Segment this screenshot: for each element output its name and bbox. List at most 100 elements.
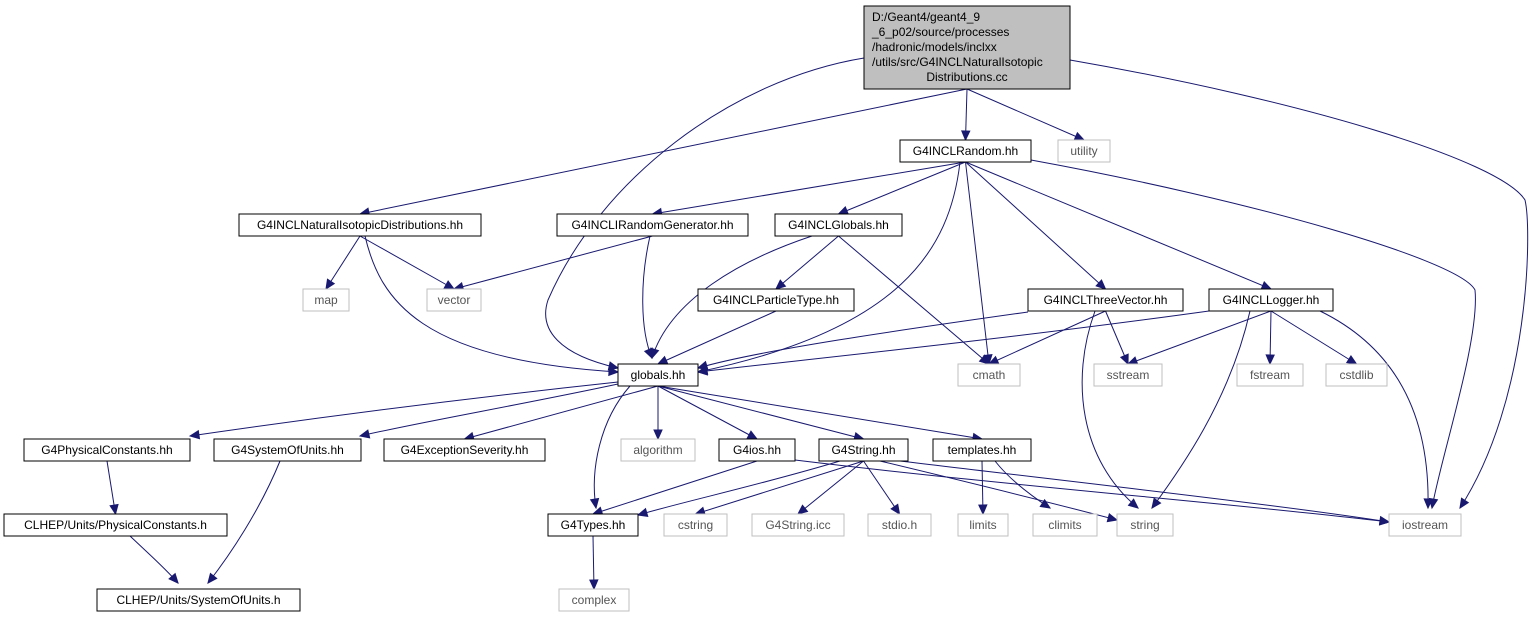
node-sstream: sstream [1093, 363, 1163, 387]
edge-natiso-to-globals [364, 235, 619, 373]
node-cstdlib: cstdlib [1325, 363, 1388, 387]
edge-natiso-to-map-arrowhead [325, 278, 336, 291]
node-root-label-line: Distributions.cc [926, 70, 1007, 84]
node-fstream: fstream [1236, 363, 1304, 387]
node-iostream-box [1388, 513, 1462, 537]
node-cstdlib-label: cstdlib [1339, 368, 1373, 382]
edge-physconst-to-clhepphys-arrowhead [109, 503, 119, 516]
node-algorithm: algorithm [620, 438, 696, 462]
node-complex-box [558, 588, 630, 612]
edge-sysunits-to-clhepunits-arrowhead [207, 572, 218, 584]
node-clhepunits[interactable]: CLHEP/Units/SystemOfUnits.h [96, 588, 301, 612]
node-sysunits[interactable]: G4SystemOfUnits.hh [213, 438, 362, 462]
node-particletype[interactable]: G4INCLParticleType.hh [697, 288, 855, 312]
edge-particletype-to-globals-arrowhead [656, 355, 669, 365]
edge-root-to-utility [966, 88, 1085, 141]
node-root-label-line: /hadronic/models/inclxx [872, 40, 997, 54]
node-templates-box [932, 438, 1032, 462]
node-g4ios-box [718, 438, 796, 462]
node-map-label: map [314, 293, 338, 307]
edge-g4string-to-g4stringicc [797, 460, 864, 515]
node-random[interactable]: G4INCLRandom.hh [899, 139, 1032, 163]
node-climits: climits [1032, 513, 1098, 537]
edge-natiso-to-vector [359, 235, 455, 290]
edge-irandgen-to-vector [453, 235, 653, 290]
edge-threevector-to-globals [697, 311, 1029, 369]
node-cstring: cstring [663, 513, 728, 537]
edge-random-to-irandgen [652, 161, 966, 215]
edge-g4string-to-stdio [863, 460, 900, 515]
edge-globals-to-sysunits-arrowhead [358, 429, 371, 439]
node-limits: limits [957, 513, 1009, 537]
node-irandgen-label: G4INCLIRandomGenerator.hh [571, 218, 733, 232]
nodes-layer: D:/Geant4/geant4_9_6_p02/source/processe… [3, 5, 1462, 612]
node-irandgen[interactable]: G4INCLIRandomGenerator.hh [556, 213, 749, 237]
edge-globals-to-g4types-arrowhead [589, 497, 600, 510]
node-inclglobals[interactable]: G4INCLGlobals.hh [774, 213, 903, 237]
node-g4types[interactable]: G4Types.hh [547, 513, 639, 537]
node-cmath: cmath [957, 363, 1021, 387]
node-natiso[interactable]: G4INCLNaturalIsotopicDistributions.hh [238, 213, 482, 237]
edge-globals-to-templates [657, 385, 983, 440]
edge-globals-to-g4string [657, 385, 864, 440]
edge-logger-to-cstdlib [1270, 310, 1357, 365]
node-fstream-label: fstream [1250, 368, 1290, 382]
edge-natiso-to-vector-arrowhead [443, 280, 456, 290]
node-globals[interactable]: globals.hh [617, 363, 699, 387]
edge-logger-to-sstream [1127, 310, 1272, 365]
edge-random-to-iostream [1030, 159, 1476, 509]
node-g4string[interactable]: G4String.hh [818, 438, 909, 462]
edge-globals-to-physconst-arrowhead [188, 429, 201, 440]
edge-inclglobals-to-globals-arrowhead [650, 347, 660, 360]
node-vector-label: vector [438, 293, 471, 307]
node-map: map [302, 288, 350, 312]
edge-globals-to-excsev [464, 385, 659, 440]
node-g4stringicc: G4String.icc [751, 513, 845, 537]
node-threevector[interactable]: G4INCLThreeVector.hh [1027, 288, 1184, 312]
edge-random-to-globals [697, 161, 961, 373]
node-natiso-label: G4INCLNaturalIsotopicDistributions.hh [257, 218, 463, 232]
node-g4stringicc-label: G4String.icc [765, 518, 830, 532]
node-sysunits-box [213, 438, 362, 462]
edge-inclglobals-to-globals [651, 235, 813, 359]
edge-random-to-inclglobals [838, 161, 966, 215]
edge-g4string-to-g4types-arrowhead [636, 507, 649, 517]
node-sstream-label: sstream [1107, 368, 1150, 382]
node-templates-label: templates.hh [948, 443, 1017, 457]
node-iostream-label: iostream [1402, 518, 1448, 532]
edge-irandgen-to-globals [642, 235, 653, 359]
node-map-box [302, 288, 350, 312]
node-inclglobals-label: G4INCLGlobals.hh [788, 218, 889, 232]
node-templates[interactable]: templates.hh [932, 438, 1032, 462]
node-clhepunits-box [96, 588, 301, 612]
edges-layer [106, 57, 1529, 591]
node-logger[interactable]: G4INCLLogger.hh [1208, 288, 1334, 312]
node-physconst-box [23, 438, 191, 462]
edge-templates-to-climits-arrowhead [1039, 498, 1052, 509]
edge-threevector-to-string-arrowhead [1127, 498, 1139, 509]
node-excsev-box [383, 438, 546, 462]
edge-logger-to-cstdlib-arrowhead [1345, 354, 1358, 365]
edge-random-to-threevector-arrowhead [1095, 279, 1107, 290]
edge-inclglobals-to-cmath-arrowhead [978, 354, 990, 365]
node-g4ios[interactable]: G4ios.hh [718, 438, 796, 462]
node-cmath-label: cmath [973, 368, 1006, 382]
edge-g4string-to-g4types [637, 460, 841, 516]
node-stdio-label: stdio.h [882, 518, 917, 532]
node-clhepphys[interactable]: CLHEP/Units/PhysicalConstants.h [3, 513, 228, 537]
edge-g4string-to-stdio-arrowhead [890, 503, 901, 516]
node-irandgen-box [556, 213, 749, 237]
node-excsev[interactable]: G4ExceptionSeverity.hh [383, 438, 546, 462]
node-root-file[interactable]: D:/Geant4/geant4_9_6_p02/source/processe… [863, 5, 1071, 90]
edge-logger-to-globals [697, 310, 1210, 373]
edge-clhepphys-to-clhepunits [129, 535, 179, 584]
node-physconst[interactable]: G4PhysicalConstants.hh [23, 438, 191, 462]
node-logger-label: G4INCLLogger.hh [1223, 293, 1320, 307]
edge-logger-to-sstream-arrowhead [1126, 356, 1139, 366]
edge-clhepphys-to-clhepunits-arrowhead [168, 572, 179, 584]
edge-g4string-to-g4stringicc-arrowhead [797, 504, 809, 515]
edge-g4string-to-iostream [899, 460, 1390, 523]
node-globals-box [617, 363, 699, 387]
edge-random-to-logger-arrowhead [1260, 280, 1273, 290]
